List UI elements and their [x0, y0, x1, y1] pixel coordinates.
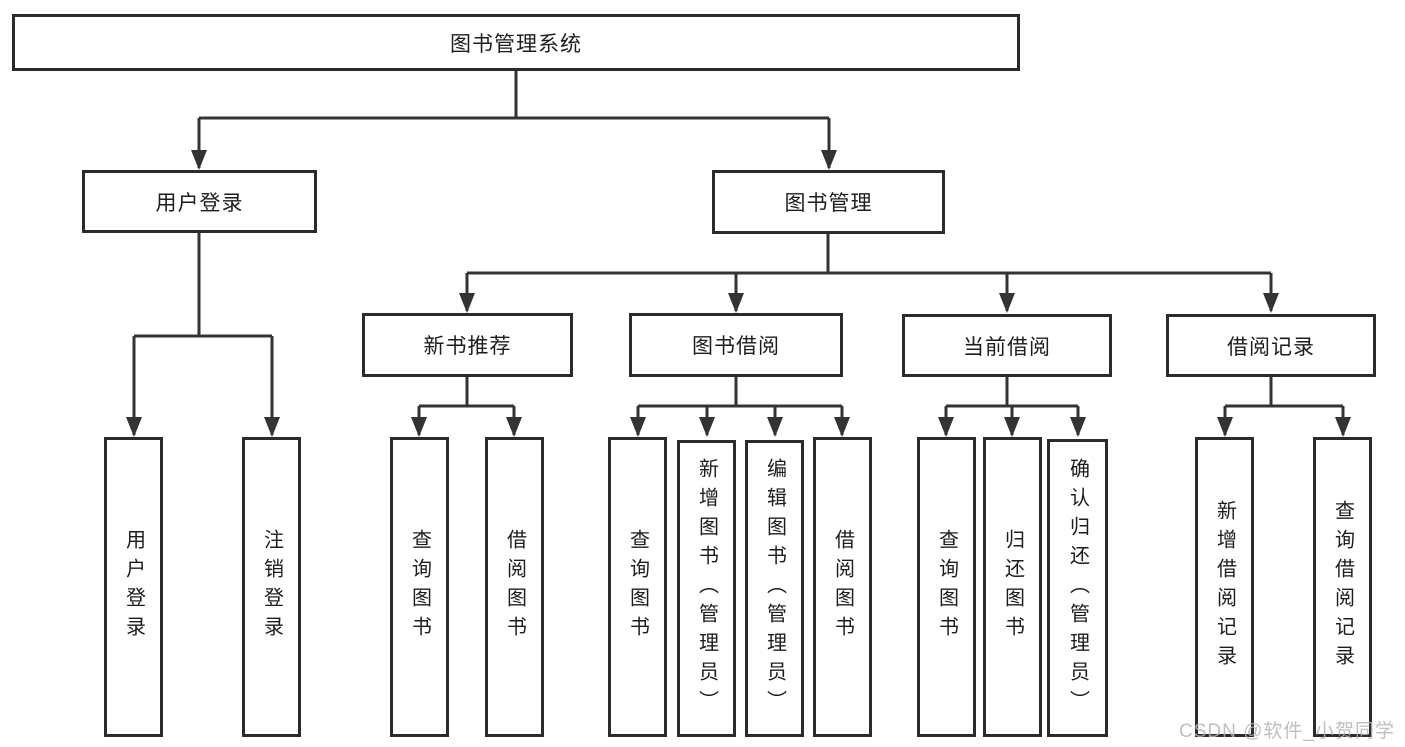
node-new-book-rec-label: 新书推荐: [423, 335, 512, 358]
leaf-borrow-borrow-books: 借阅图书: [813, 437, 872, 737]
node-book-borrow-label: 图书借阅: [692, 335, 780, 358]
node-root-label: 图书管理系统: [450, 32, 582, 56]
node-book-mgmt: 图书管理: [712, 170, 945, 234]
node-user-login-label: 用户登录: [155, 191, 244, 215]
leaf-records-query-record: 查询借阅记录: [1313, 437, 1372, 737]
leaf-current-query-books: 查询图书: [917, 437, 976, 737]
node-current-borrow-label: 当前借阅: [963, 335, 1051, 359]
leaf-logout: 注销登录: [242, 437, 301, 737]
leaf-borrow-query-books: 查询图书: [608, 437, 667, 737]
node-borrow-records-label: 借阅记录: [1227, 335, 1315, 359]
node-borrow-records: 借阅记录: [1166, 314, 1376, 377]
leaf-newrec-query-books: 查询图书: [390, 437, 449, 737]
node-book-borrow: 图书借阅: [629, 313, 843, 377]
node-root: 图书管理系统: [12, 14, 1020, 71]
leaf-newrec-borrow-books: 借阅图书: [485, 437, 544, 737]
leaf-borrow-add-books-admin: 新增图书（管理员）: [677, 440, 736, 737]
csdn-watermark: CSDN @软件_小贺同学: [1179, 721, 1395, 742]
leaf-borrow-edit-books-admin: 编辑图书（管理员）: [745, 440, 804, 737]
leaf-records-add-record: 新增借阅记录: [1195, 437, 1254, 737]
node-user-login: 用户登录: [82, 170, 317, 233]
node-current-borrow: 当前借阅: [902, 314, 1112, 377]
leaf-user-login: 用户登录: [104, 437, 163, 737]
leaf-current-return-books: 归还图书: [983, 437, 1042, 737]
leaf-current-confirm-return-admin: 确认归还（管理员）: [1047, 439, 1108, 737]
arrowheads: [126, 150, 1351, 437]
connector-line-path: [132, 70, 1345, 435]
node-new-book-rec: 新书推荐: [362, 313, 573, 377]
node-book-mgmt-label: 图书管理: [784, 192, 873, 215]
